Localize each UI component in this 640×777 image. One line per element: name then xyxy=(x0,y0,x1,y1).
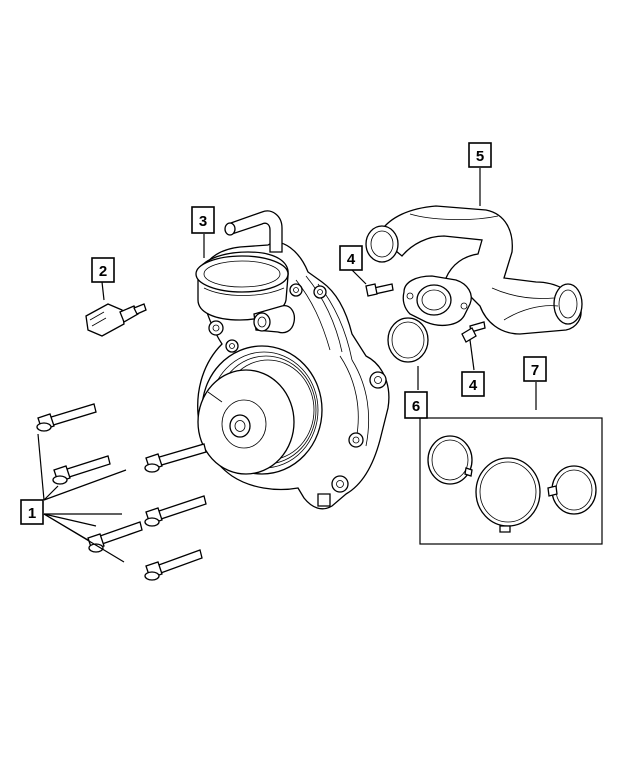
callout-6: 6 xyxy=(404,391,428,419)
water-pump-assembly xyxy=(195,210,390,510)
svg-text:7: 7 xyxy=(531,362,539,379)
svg-text:2: 2 xyxy=(99,263,107,280)
bolt-group xyxy=(36,403,207,581)
small-bolts xyxy=(365,283,486,343)
callout-7: 7 xyxy=(523,356,547,382)
svg-text:4: 4 xyxy=(469,377,478,394)
leader-lines xyxy=(37,168,537,563)
coolant-outlet-tube xyxy=(365,205,583,335)
callout-4-lower: 4 xyxy=(461,371,485,397)
svg-text:3: 3 xyxy=(199,213,207,230)
callout-2: 2 xyxy=(91,257,115,283)
svg-text:5: 5 xyxy=(476,148,484,165)
callout-4-upper: 4 xyxy=(339,245,363,271)
svg-text:4: 4 xyxy=(347,251,356,268)
callout-5: 5 xyxy=(468,142,492,168)
svg-text:1: 1 xyxy=(28,505,36,522)
callout-3: 3 xyxy=(191,206,215,234)
gasket-kit xyxy=(419,417,603,545)
gasket-kit-frame xyxy=(419,417,603,545)
callout-1: 1 xyxy=(20,499,44,525)
svg-text:6: 6 xyxy=(412,398,420,415)
coolant-temperature-sensor xyxy=(85,303,147,337)
o-ring xyxy=(387,317,429,363)
